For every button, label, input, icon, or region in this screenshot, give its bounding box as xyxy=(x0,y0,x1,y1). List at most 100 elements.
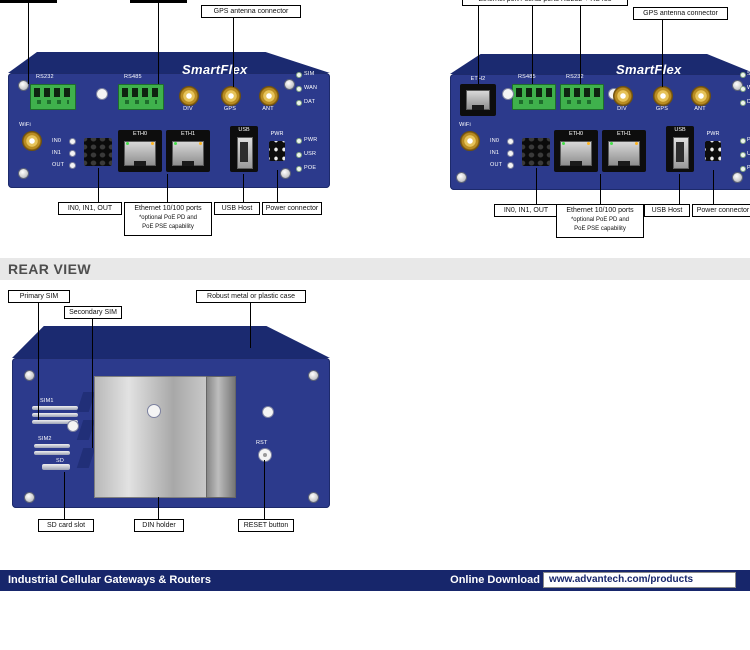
callout-eth-serial-ports: Ethernet port / serial ports RS232 + RS4… xyxy=(462,0,628,6)
dat-led-label: DAT xyxy=(304,99,316,105)
eth0-port: ETH0 xyxy=(554,130,598,172)
sd-label: SD xyxy=(56,458,65,464)
screw-icon xyxy=(732,172,743,183)
usb-port: USB xyxy=(230,126,258,172)
callout-ethernet-line3: PoE PSE capability xyxy=(142,224,194,230)
footer-bar: Industrial Cellular Gateways & Routers O… xyxy=(0,570,750,591)
cutoff-label-strip xyxy=(130,0,187,3)
footer-download-label: Online Download xyxy=(450,574,540,586)
ant-label: ANT xyxy=(262,106,274,112)
callout-power-connector: Power connector xyxy=(692,204,750,217)
callout-line xyxy=(167,174,168,202)
pwr-label: PWR xyxy=(706,131,720,137)
wan-led xyxy=(740,86,746,92)
poe-led xyxy=(296,166,302,172)
wifi-antenna-connector xyxy=(460,131,480,151)
callout-usb-host: USB Host xyxy=(214,202,260,215)
link-led xyxy=(174,142,177,145)
usr-led-label: USR xyxy=(304,151,317,157)
activity-led xyxy=(587,142,590,145)
callout-ethernet-line3: PoE PSE capability xyxy=(574,226,626,232)
callout-line xyxy=(536,168,537,204)
device-top-face xyxy=(8,52,330,73)
callout-usb-host: USB Host xyxy=(644,204,690,217)
footer-title: Industrial Cellular Gateways & Routers xyxy=(8,574,211,586)
ant-antenna-connector xyxy=(259,86,279,106)
wan-led-label: WAN xyxy=(747,85,750,91)
wifi-label: WiFi xyxy=(19,122,31,128)
callout-line xyxy=(679,174,680,204)
gps-label: GPS xyxy=(655,106,669,112)
poe-led-label: POE xyxy=(304,165,317,171)
rs232-label: RS232 xyxy=(566,74,584,80)
callout-line xyxy=(38,303,39,420)
eth1-port: ETH1 xyxy=(166,130,210,172)
sim-eject-hole xyxy=(67,420,79,432)
poe-led-label: POE xyxy=(747,165,750,171)
in0-label: IN0 xyxy=(52,138,62,144)
terminal-slots xyxy=(564,88,600,97)
screw-icon xyxy=(284,79,295,90)
in1-label: IN1 xyxy=(52,150,62,156)
callout-line xyxy=(64,472,65,519)
sim-led xyxy=(740,72,746,78)
screw-icon xyxy=(280,168,291,179)
device-top-face xyxy=(450,54,750,74)
eth1-label: ETH1 xyxy=(180,131,196,137)
rs232-label: RS232 xyxy=(36,74,54,80)
power-pins xyxy=(269,141,285,161)
link-led xyxy=(610,142,613,145)
usb-port: USB xyxy=(666,126,694,172)
link-led xyxy=(562,142,565,145)
gps-label: GPS xyxy=(223,106,237,112)
footer-url-link[interactable]: www.advantech.com/products xyxy=(543,572,736,588)
callout-io: IN0, IN1, OUT xyxy=(494,204,558,217)
rst-label: RST xyxy=(256,440,268,446)
terminal-screws xyxy=(519,100,549,104)
eth1-label: ETH1 xyxy=(616,131,632,137)
io-hole xyxy=(507,138,514,145)
rs232-terminal-block xyxy=(30,84,76,110)
div-antenna-connector xyxy=(613,86,633,106)
power-pins xyxy=(705,141,721,161)
power-port: PWR xyxy=(264,130,290,168)
callout-case: Robust metal or plastic case xyxy=(196,290,306,303)
wifi-label: WiFi xyxy=(459,122,471,128)
div-label: DIV xyxy=(617,106,627,112)
rear-view-section-bar: REAR VIEW xyxy=(0,258,750,280)
rj45-tab xyxy=(134,161,146,166)
eth0-label: ETH0 xyxy=(568,131,584,137)
callout-line xyxy=(264,460,265,519)
io-pin-connector xyxy=(84,138,112,166)
callout-power-connector: Power connector xyxy=(262,202,322,215)
screw-icon xyxy=(24,492,35,503)
screw-icon xyxy=(24,370,35,381)
cutoff-label-strip xyxy=(0,0,57,3)
din-holder-plate xyxy=(94,376,208,498)
callout-line xyxy=(158,497,159,519)
brand-logo: SmartFlex xyxy=(616,62,682,77)
rear-device-top-face xyxy=(12,326,330,358)
callout-gps-antenna: GPS antenna connector xyxy=(201,5,301,18)
sim2-slot xyxy=(34,444,70,448)
io-hole xyxy=(507,150,514,157)
usr-led-label: USR xyxy=(747,151,750,157)
io-hole xyxy=(69,138,76,145)
rs485-terminal-block xyxy=(512,84,556,110)
pwr-led xyxy=(296,138,302,144)
callout-io: IN0, IN1, OUT xyxy=(58,202,122,215)
rs485-label: RS485 xyxy=(124,74,142,80)
din-plate-hole xyxy=(147,404,161,418)
sd-card-slot xyxy=(42,464,70,470)
sim1-label: SIM1 xyxy=(40,398,54,404)
usb-slot xyxy=(676,142,684,162)
div-label: DIV xyxy=(183,106,193,112)
terminal-slots xyxy=(34,88,72,97)
ant-antenna-connector xyxy=(691,86,711,106)
rs485-terminal-block xyxy=(118,84,164,110)
wan-led-label: WAN xyxy=(304,85,318,91)
reset-button-pin xyxy=(263,453,267,457)
pwr-led-label: PWR xyxy=(747,137,750,143)
wifi-antenna-connector xyxy=(22,131,42,151)
